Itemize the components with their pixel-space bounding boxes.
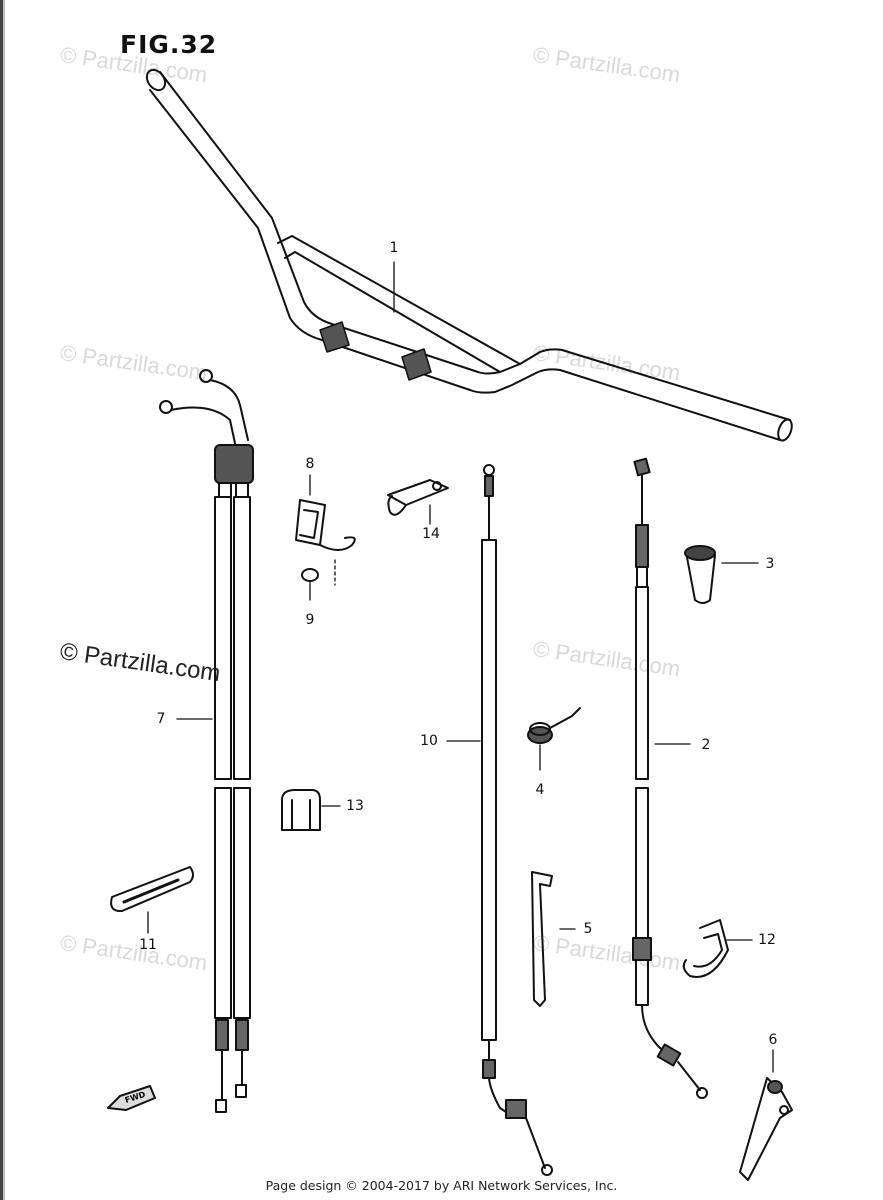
callout-2: 2 — [701, 737, 711, 753]
cable-holder — [682, 919, 753, 978]
figure-title: FIG.32 — [120, 30, 218, 59]
clamp-bolt — [301, 568, 319, 601]
lever-bracket — [739, 1049, 793, 1181]
callout-9: 9 — [305, 612, 315, 628]
callout-13: 13 — [346, 798, 364, 814]
callout-7: 7 — [156, 711, 166, 727]
callout-8: 8 — [305, 456, 315, 472]
cable-bracket — [387, 479, 449, 525]
callout-5: 5 — [583, 921, 593, 937]
page-footer: Page design © 2004-2017 by ARI Network S… — [265, 1178, 618, 1193]
cable-guide — [110, 866, 194, 934]
grip — [684, 545, 759, 604]
cable-clip — [281, 789, 341, 831]
cable-clamp — [295, 474, 356, 586]
throttle-cable-set — [159, 369, 254, 1113]
callout-10: 10 — [420, 733, 438, 749]
callout-12: 12 — [758, 932, 776, 948]
scan-border — [0, 0, 7, 1200]
handlebar — [145, 68, 793, 442]
clutch-cable — [446, 464, 553, 1176]
forward-arrow-icon — [107, 1085, 156, 1111]
callout-11: 11 — [139, 937, 157, 953]
callout-6: 6 — [768, 1032, 778, 1048]
callout-1: 1 — [389, 240, 399, 256]
callout-14: 14 — [422, 526, 440, 542]
cable-tie — [531, 871, 576, 1007]
callout-3: 3 — [765, 556, 775, 572]
brake-cable — [632, 457, 708, 1099]
cable-spring — [527, 707, 581, 771]
callout-4: 4 — [535, 782, 545, 798]
